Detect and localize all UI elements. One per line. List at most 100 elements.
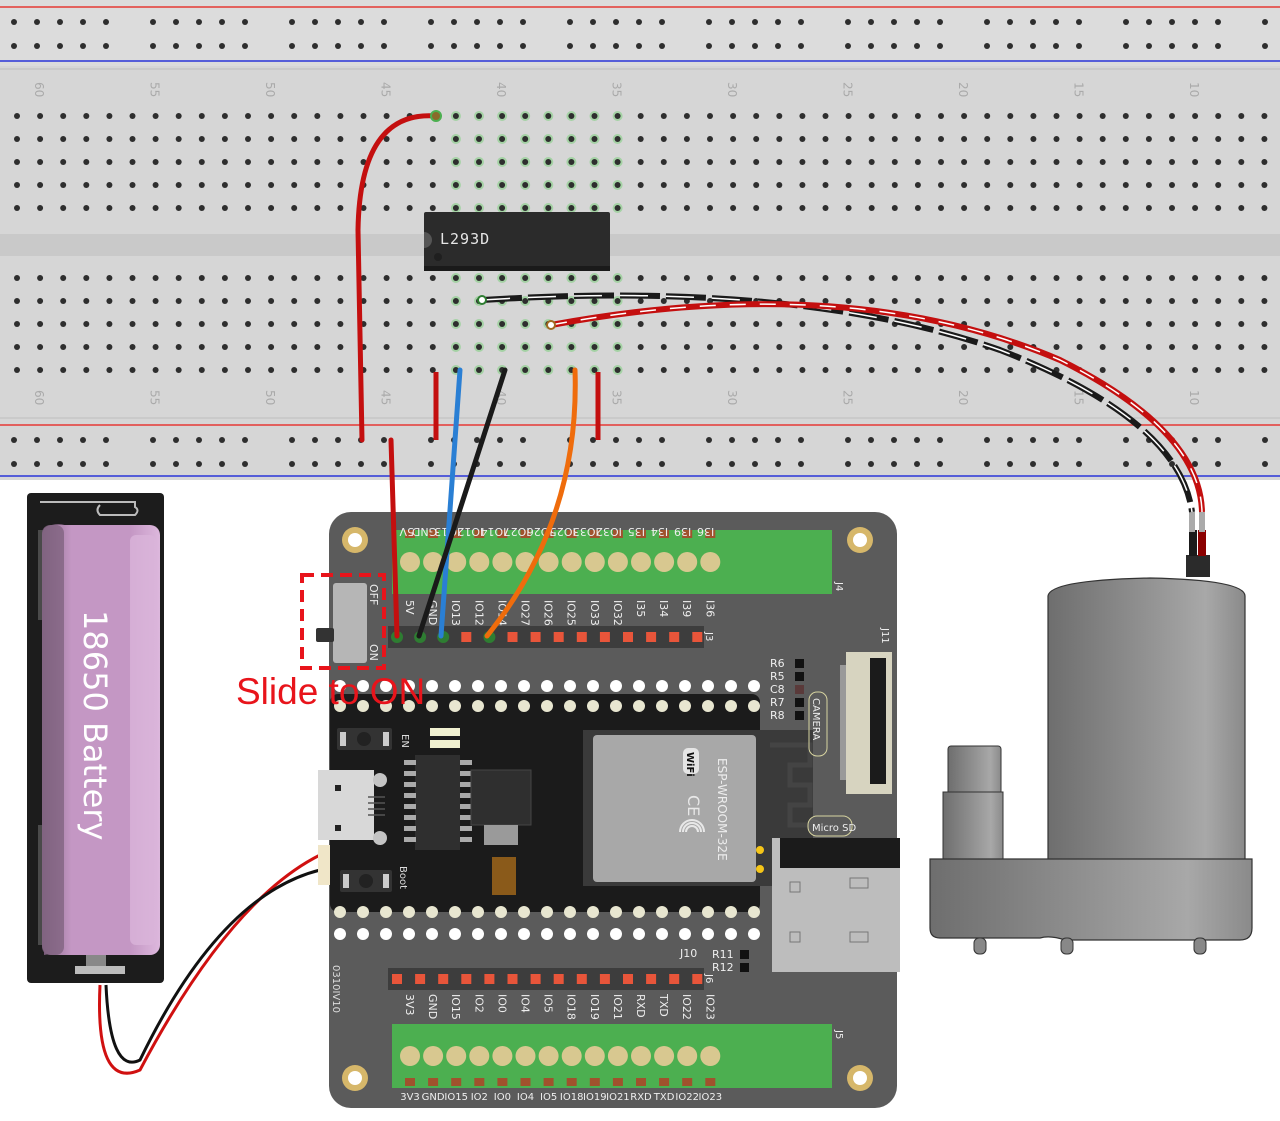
rail-hole xyxy=(381,19,387,25)
breadboard-hole xyxy=(406,182,413,188)
l293d-chip[interactable]: L293D xyxy=(424,212,610,271)
breadboard-hole xyxy=(938,159,944,165)
breadboard-hole xyxy=(914,182,921,188)
breadboard-hole xyxy=(1099,182,1106,188)
j6-header[interactable]: J6 xyxy=(388,968,714,990)
breadboard-hole xyxy=(591,159,598,165)
rail-hole xyxy=(80,437,86,443)
board-version: 0310IV10 xyxy=(330,965,341,1013)
column-number: 10 xyxy=(1187,390,1201,405)
water-pump[interactable] xyxy=(929,512,1253,955)
breadboard-hole xyxy=(822,344,829,350)
breadboard-hole xyxy=(383,275,390,281)
rail-hole xyxy=(613,43,619,49)
j4-terminal-block[interactable]: J4 xyxy=(392,530,844,594)
breadboard-hole xyxy=(799,205,806,211)
camera-connector[interactable]: CAMERA J11 xyxy=(808,627,892,794)
breadboard-hole xyxy=(360,275,367,281)
breadboard-hole xyxy=(291,205,298,211)
breadboard-hole xyxy=(1192,113,1199,119)
rail-hole xyxy=(845,43,851,49)
breadboard-hole xyxy=(522,182,529,188)
breadboard-hole xyxy=(37,159,44,165)
breadboard-hole xyxy=(152,298,159,304)
wire-black-gnd[interactable] xyxy=(416,367,508,639)
rail-hole xyxy=(520,461,526,467)
rail-hole xyxy=(196,43,202,49)
j10-header[interactable] xyxy=(334,928,760,940)
wire-blue-io12[interactable] xyxy=(438,367,463,639)
breadboard-hole xyxy=(499,344,506,350)
j3-header[interactable]: J3 xyxy=(388,626,714,648)
pin-hole xyxy=(334,928,346,940)
breadboard-hole xyxy=(1145,136,1152,142)
pin-hole xyxy=(472,906,484,918)
breadboard-hole xyxy=(1099,159,1106,165)
j5-terminal-block[interactable]: J5 xyxy=(392,1024,844,1088)
breadboard-hole xyxy=(1238,205,1245,211)
pin-hole xyxy=(334,700,346,712)
pin-hole xyxy=(495,906,507,918)
breadboard-hole xyxy=(614,367,621,373)
rail-hole xyxy=(868,461,874,467)
esp32-expansion-board[interactable]: J4 5VGNDIO13IO12IO14IO27IO26IO25IO33IO32… xyxy=(300,512,900,1108)
column-number: 50 xyxy=(263,82,277,97)
sd-label: Micro SD xyxy=(812,823,856,834)
en-button[interactable] xyxy=(337,728,392,750)
header-pin xyxy=(646,974,657,984)
pin-label: IO2 xyxy=(471,1092,488,1103)
breadboard-hole xyxy=(637,298,644,304)
breadboard-hole xyxy=(291,298,298,304)
wire-battery-red[interactable] xyxy=(98,853,321,1075)
breadboard-hole xyxy=(1076,182,1083,188)
rail-hole xyxy=(984,437,990,443)
breadboard-hole xyxy=(1192,205,1199,211)
breadboard-hole xyxy=(707,182,713,188)
breadboard-hole xyxy=(1145,205,1152,211)
wire-orange-io14[interactable] xyxy=(484,367,578,639)
wire-red-5v-board[interactable] xyxy=(388,437,400,639)
breadboard-hole xyxy=(591,275,598,281)
rail-hole xyxy=(567,19,573,25)
pin-hole xyxy=(725,680,737,692)
terminal-screw xyxy=(446,1046,467,1066)
microsd-slot[interactable]: Micro SD xyxy=(772,815,900,972)
header-pin xyxy=(507,974,518,984)
breadboard-hole xyxy=(1238,136,1245,142)
breadboard-hole xyxy=(198,367,205,373)
breadboard-hole xyxy=(591,344,598,350)
rail-hole xyxy=(57,437,63,443)
breadboard-hole xyxy=(845,182,852,188)
j5-label: J5 xyxy=(833,1029,844,1039)
esp-wroom-32e-module[interactable]: WiFi CE ESP-WROOM-32E xyxy=(583,730,813,886)
breadboard-hole xyxy=(83,298,90,304)
breadboard-hole xyxy=(337,367,344,373)
rail-hole xyxy=(150,19,156,25)
breadboard-hole xyxy=(14,159,20,165)
power-switch[interactable]: OFF ON xyxy=(316,583,380,663)
rail-hole xyxy=(1192,43,1198,49)
breadboard-hole xyxy=(452,113,459,119)
pin-label: I39 xyxy=(674,525,691,538)
rail-hole xyxy=(381,43,387,49)
pin-hole xyxy=(656,680,668,692)
breadboard-hole xyxy=(1030,159,1037,165)
usb-port[interactable] xyxy=(318,770,387,845)
pin-hole xyxy=(702,680,714,692)
breadboard-hole xyxy=(1145,113,1152,119)
breadboard-hole xyxy=(60,136,67,142)
breadboard-hole xyxy=(175,113,182,119)
breadboard-hole xyxy=(291,113,298,119)
pin-label: IO22 xyxy=(675,1092,699,1103)
breadboard-hole xyxy=(314,275,321,281)
breadboard-hole xyxy=(60,321,67,327)
breadboard-hole xyxy=(545,344,552,350)
boot-button[interactable] xyxy=(340,870,392,892)
rail-hole xyxy=(798,19,804,25)
rail-hole xyxy=(775,43,781,49)
battery-holder[interactable]: 18650 Battery xyxy=(27,493,164,983)
wire-red-5v-jumper[interactable] xyxy=(355,113,439,443)
wire-battery-black[interactable] xyxy=(104,868,321,1064)
breadboard-hole xyxy=(799,113,806,119)
